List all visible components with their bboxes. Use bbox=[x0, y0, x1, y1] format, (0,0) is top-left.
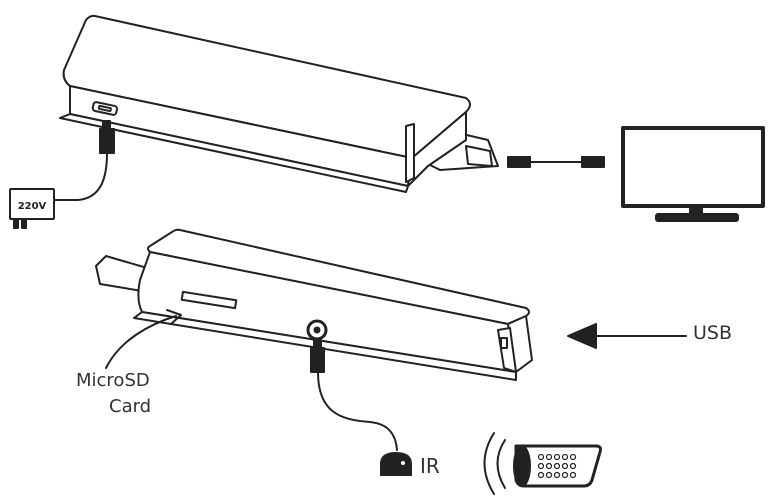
tv-stick-bottom bbox=[95, 228, 533, 381]
hdmi-cable bbox=[507, 156, 605, 168]
arrow-left-icon bbox=[567, 323, 687, 349]
ir-receiver-icon bbox=[380, 452, 412, 476]
monitor-icon bbox=[621, 126, 765, 222]
power-adapter-label: 220V bbox=[18, 201, 47, 212]
ir-signal-waves bbox=[483, 432, 506, 495]
usb-label: USB bbox=[693, 322, 733, 344]
microsd-pointer bbox=[105, 309, 182, 369]
ir-label: IR bbox=[420, 454, 440, 478]
microsd-label-line1: MicroSD bbox=[76, 370, 150, 391]
power-adapter-icon bbox=[9, 188, 55, 229]
tv-stick-top bbox=[59, 14, 499, 193]
ir-cable bbox=[310, 339, 398, 451]
power-cable bbox=[53, 120, 115, 201]
microsd-label-line2: Card bbox=[109, 396, 152, 417]
remote-control-icon bbox=[513, 444, 602, 488]
